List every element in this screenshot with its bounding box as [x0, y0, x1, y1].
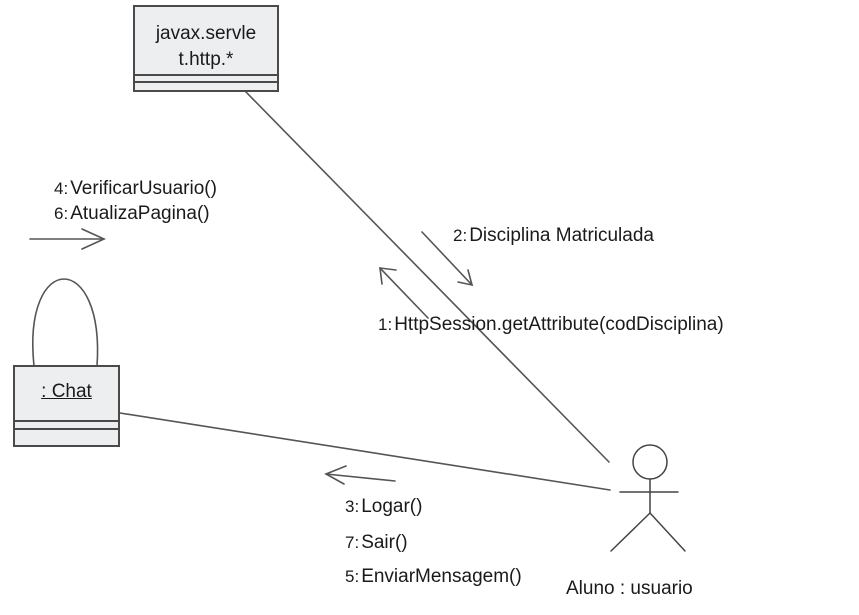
message-text: Sair() — [361, 532, 408, 553]
actor-figure — [610, 444, 686, 552]
self-loop-chat — [32, 278, 99, 367]
chat-object-box: : Chat — [13, 365, 120, 447]
servlet-divider — [135, 81, 277, 83]
chat-divider — [15, 428, 118, 430]
message-text: VerificarUsuario() — [70, 178, 217, 199]
arrow-self-message — [29, 228, 106, 250]
chat-divider — [15, 420, 118, 422]
message-number: 7: — [345, 533, 360, 552]
actor-label: Aluno : usuario — [566, 578, 693, 599]
servlet-object-box: javax.servle t.http.* — [133, 5, 279, 92]
message-text: Logar() — [361, 496, 423, 517]
message-5: 5:EnviarMensagem() — [345, 566, 522, 588]
message-text: Disciplina Matriculada — [469, 225, 654, 246]
message-number: 5: — [345, 567, 360, 586]
message-number: 3: — [345, 497, 360, 516]
message-number: 2: — [453, 226, 468, 245]
arrow-message-2 — [421, 231, 474, 287]
message-7: 7:Sair() — [345, 532, 408, 554]
chat-object-label: : Chat — [41, 381, 92, 402]
servlet-label-line2: t.http.* — [178, 49, 234, 70]
link-chat-actor — [119, 412, 611, 491]
message-4: 4:VerificarUsuario() — [54, 178, 217, 200]
message-1: 1:HttpSession.getAttribute(codDisciplina… — [378, 314, 724, 336]
link-servlet-actor — [245, 91, 610, 463]
message-number: 6: — [54, 204, 69, 223]
servlet-label-line1: javax.servle — [155, 23, 257, 44]
servlet-object-label: javax.servle t.http.* — [135, 7, 277, 73]
message-3: 3:Logar() — [345, 496, 422, 518]
message-number: 1: — [378, 315, 393, 334]
message-text: HttpSession.getAttribute(codDisciplina) — [394, 314, 724, 335]
message-2: 2:Disciplina Matriculada — [453, 225, 654, 247]
arrow-chat-messages — [324, 465, 396, 485]
message-text: EnviarMensagem() — [361, 566, 522, 587]
message-6: 6:AtualizaPagina() — [54, 203, 210, 225]
servlet-divider — [135, 74, 277, 76]
message-number: 4: — [54, 179, 69, 198]
arrow-message-1 — [379, 267, 429, 319]
message-text: AtualizaPagina() — [70, 203, 210, 224]
